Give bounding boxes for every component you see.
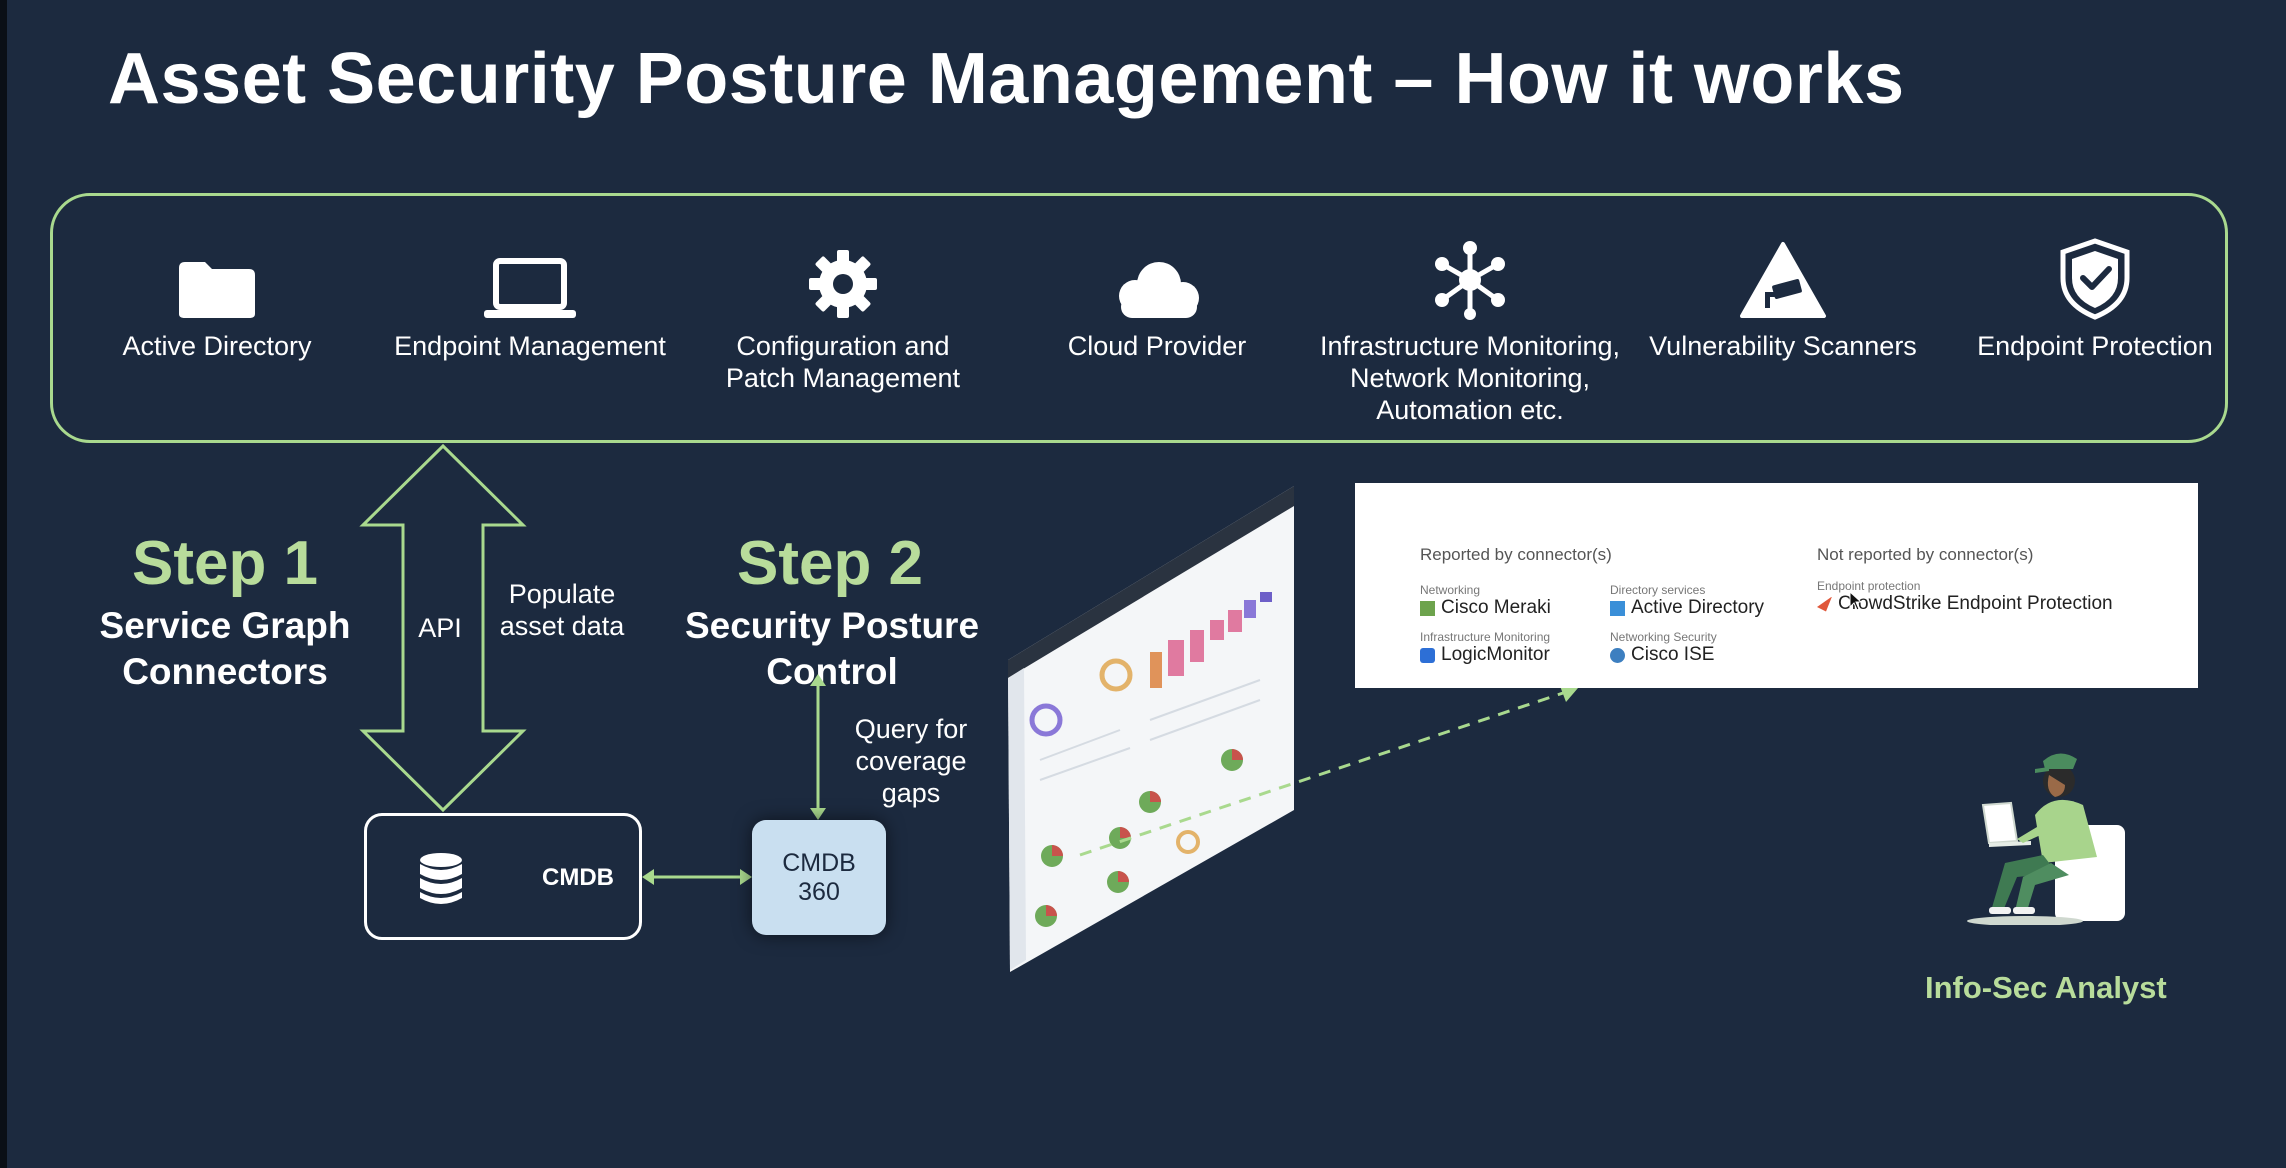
- crowdstrike-icon: [1817, 596, 1832, 612]
- source-label: Endpoint Protection: [1977, 331, 2213, 361]
- reported-category: Networking Security: [1610, 630, 1717, 644]
- source-label: Endpoint Management: [394, 331, 666, 361]
- reported-item: Networking Security Cisco ISE: [1610, 630, 1717, 666]
- cmdb360-box[interactable]: CMDB 360: [752, 820, 886, 935]
- api-double-arrow: [359, 443, 527, 813]
- reported-category: Infrastructure Monitoring: [1420, 630, 1551, 644]
- reported-category: Networking: [1420, 583, 1481, 597]
- reported-heading: Reported by connector(s): [1420, 545, 1612, 564]
- reported-value: Cisco ISE: [1631, 644, 1715, 665]
- connector-detail-panel: Reported by connector(s) Not reported by…: [1355, 483, 2198, 688]
- not-reported-item: Endpoint protection CrowdStrike Endpoint…: [1817, 579, 2113, 615]
- source-endpoint-protection: Endpoint Protection: [1955, 238, 2235, 362]
- dashed-connector: [1079, 686, 1578, 857]
- reported-value: Cisco Meraki: [1441, 597, 1551, 618]
- analyst-illustration: [1967, 753, 2125, 925]
- step1-heading: Step 1: [131, 529, 319, 598]
- data-sources-box: [50, 193, 2228, 443]
- step1-subtitle: Service Graph Connectors: [99, 605, 351, 692]
- source-active-directory: Active Directory: [77, 240, 357, 362]
- laptop-icon: [484, 258, 576, 318]
- api-label: API: [418, 613, 462, 643]
- step2-heading: Step 2: [736, 529, 924, 598]
- reported-item: Infrastructure Monitoring LogicMonitor: [1420, 630, 1550, 666]
- cmdb-box: CMDB: [364, 813, 642, 940]
- cmdb-link-arrow: [642, 869, 752, 885]
- reported-value: LogicMonitor: [1441, 644, 1550, 665]
- reported-item: Networking Cisco Meraki: [1420, 583, 1551, 619]
- source-label: Vulnerability Scanners: [1649, 331, 1917, 361]
- populate-label: Populate asset data: [499, 579, 625, 641]
- cmdb-label: CMDB: [542, 864, 614, 891]
- source-label: Cloud Provider: [1067, 331, 1247, 361]
- source-cloud-provider: Cloud Provider: [1017, 240, 1297, 362]
- analyst-label: Info-Sec Analyst: [1925, 970, 2167, 1005]
- dashboard-screenshot: [1008, 486, 1294, 972]
- source-label: Configuration and Patch Management: [725, 331, 961, 393]
- query-label: Query for coverage gaps: [854, 714, 968, 808]
- windows-icon: [1610, 600, 1625, 616]
- shield-check-icon: [2060, 238, 2130, 320]
- database-icon: [420, 853, 462, 904]
- source-label: Infrastructure Monitoring, Network Monit…: [1319, 331, 1621, 425]
- network-hub-icon: [1435, 241, 1505, 320]
- meraki-icon: [1420, 600, 1435, 616]
- source-vulnerability-scanners: Vulnerability Scanners: [1643, 240, 1923, 362]
- mouse-cursor-icon: [1849, 591, 1863, 611]
- cisco-ise-icon: [1610, 647, 1625, 663]
- left-edge-bar: [0, 0, 7, 1168]
- source-configuration-patch: Configuration and Patch Management: [703, 240, 983, 394]
- warning-camera-icon: [1740, 242, 1826, 318]
- reported-value: Active Directory: [1631, 597, 1765, 618]
- cmdb360-label: CMDB 360: [782, 848, 856, 906]
- step2-subtitle: Security Posture Control: [684, 605, 980, 692]
- not-reported-category: Endpoint protection: [1817, 579, 1921, 593]
- logicmonitor-icon: [1420, 647, 1435, 663]
- not-reported-heading: Not reported by connector(s): [1817, 545, 2034, 564]
- not-reported-value: CrowdStrike Endpoint Protection: [1838, 593, 2113, 614]
- reported-item: Directory services Active Directory: [1610, 583, 1764, 619]
- gear-icon: [809, 250, 877, 318]
- reported-category: Directory services: [1610, 583, 1706, 597]
- page-title: Asset Security Posture Management – How …: [108, 39, 1905, 119]
- query-arrow: [810, 674, 826, 820]
- cloud-icon: [1119, 262, 1199, 318]
- source-infrastructure-monitoring: Infrastructure Monitoring, Network Monit…: [1290, 240, 1650, 426]
- folder-icon: [179, 262, 255, 318]
- source-label: Active Directory: [122, 331, 312, 361]
- source-endpoint-management: Endpoint Management: [390, 240, 670, 362]
